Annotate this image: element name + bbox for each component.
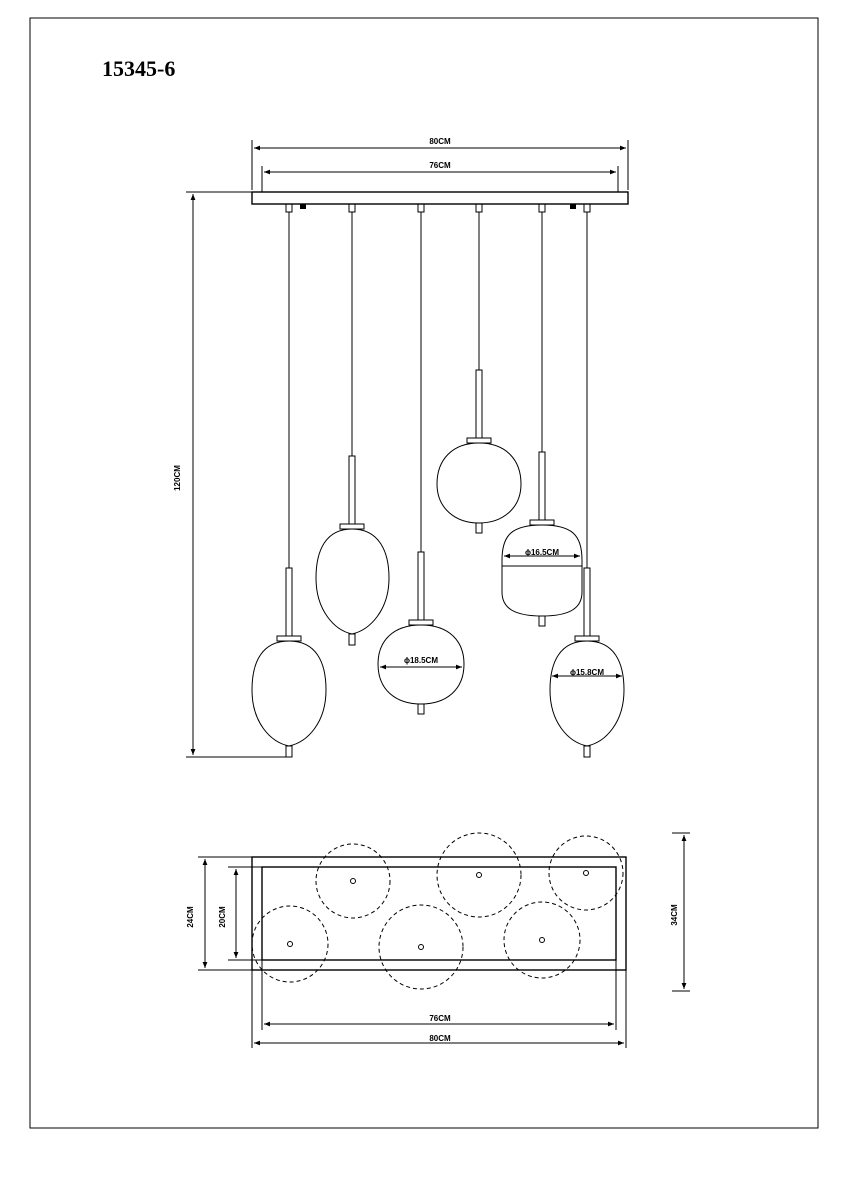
mount-screw-right <box>570 204 576 209</box>
shade-circle-3 <box>378 904 464 990</box>
pendant-1 <box>251 203 327 758</box>
dim-diameter-c: ϕ15.8CM <box>570 668 604 677</box>
dim-depth-inner: 20CM <box>218 906 227 928</box>
pendant-3: ϕ18.5CM <box>377 203 465 715</box>
top-view-inner <box>261 866 617 961</box>
front-view: 80CM 76CM 120CM <box>173 137 629 758</box>
top-view-outer <box>251 856 627 971</box>
shade-circle-4 <box>436 832 522 918</box>
mount-screw-left <box>300 204 306 209</box>
pendant-2 <box>315 203 390 646</box>
drawing-frame <box>29 17 819 1129</box>
dim-width-outer: 80CM <box>429 1034 451 1043</box>
dim-width-canopy: 76CM <box>429 161 451 170</box>
top-view: 24CM 20CM 34CM 76CM 80CM <box>186 832 690 1048</box>
shade-circle-2 <box>315 843 391 919</box>
dim-diameter-b: ϕ16.5CM <box>525 548 559 557</box>
dim-diameter-a: ϕ18.5CM <box>404 656 438 665</box>
pendant-6: ϕ15.8CM <box>549 203 625 758</box>
dim-height-total: 120CM <box>173 465 182 491</box>
dim-depth-outer-right: 34CM <box>670 904 679 926</box>
dim-depth-outer-left: 24CM <box>186 906 195 928</box>
shade-circle-5 <box>503 901 581 979</box>
pendant-4 <box>436 203 522 534</box>
dim-width-inner: 76CM <box>429 1014 451 1023</box>
shade-circle-1 <box>251 905 329 983</box>
dim-width-total: 80CM <box>429 137 451 146</box>
shade-circle-6 <box>548 835 624 911</box>
model-number: 15345-6 <box>102 56 175 81</box>
pendant-5: ϕ16.5CM <box>501 203 583 627</box>
canopy-plate <box>251 191 629 205</box>
